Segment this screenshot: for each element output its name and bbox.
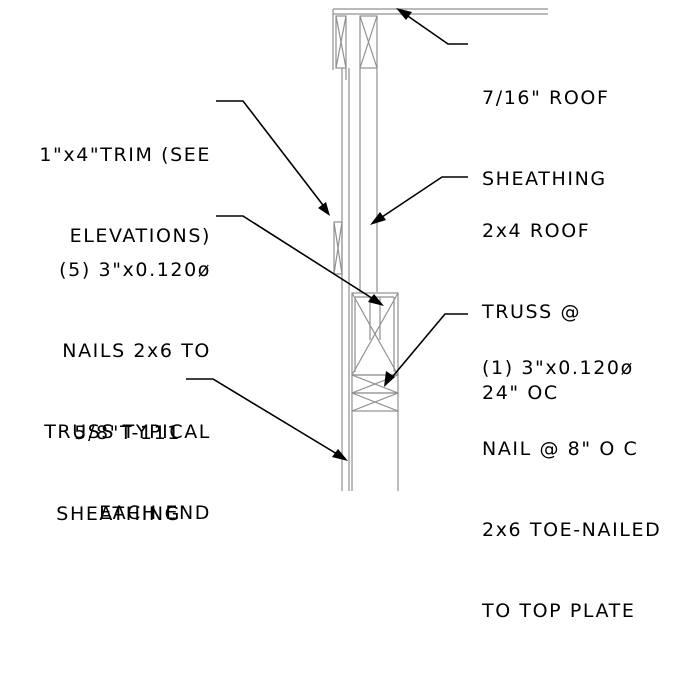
note-line: NAILS 2x6 TO	[62, 340, 211, 362]
trim-member	[333, 221, 343, 275]
note-line: 7/16" ROOF	[482, 87, 610, 109]
note-roof-truss: 2x4 ROOF TRUSS @ 24" OC	[482, 164, 590, 461]
roof-truss-member	[359, 68, 378, 292]
leader-nails-2x6	[216, 215, 384, 306]
note-line: 5/8"T-111	[74, 422, 181, 444]
note-roof-sheathing: 7/16" ROOF SHEATHING	[482, 31, 610, 247]
note-line: 24" OC	[482, 382, 559, 404]
note-line: 2x6 TOE-NAILED	[482, 519, 662, 541]
two-by-six-member	[351, 292, 399, 376]
framing-detail-drawing: 7/16" ROOF SHEATHING 1"x4"TRIM (SEE ELEV…	[39, 8, 660, 622]
note-trim: 1"x4"TRIM (SEE ELEVATIONS)	[39, 88, 211, 304]
note-line: SHEATHING	[56, 503, 181, 525]
framing-section-graphic	[186, 8, 548, 491]
note-line: (1) 3"x0.120ø	[482, 357, 634, 379]
leader-t111-sheathing	[186, 378, 348, 461]
wall-stud-member	[351, 411, 399, 491]
note-line: 1"x4"TRIM (SEE	[39, 144, 211, 166]
note-line: 2x4 ROOF	[482, 220, 591, 242]
roof-sheathing-member	[332, 8, 548, 70]
note-line: ELEVATIONS)	[69, 225, 211, 247]
top-block-member	[335, 15, 378, 69]
leader-toe-nail	[384, 313, 468, 387]
note-line: TRUSS TYPICAL	[44, 421, 211, 443]
note-line: SHEATHING	[482, 168, 607, 190]
note-t111-sheathing: 5/8"T-111 SHEATHING	[56, 366, 181, 582]
note-line: (5) 3"x0.120ø	[59, 259, 211, 281]
leader-trim	[216, 100, 330, 216]
leader-roof-sheathing	[396, 8, 468, 45]
note-line: TRUSS @	[482, 301, 582, 323]
leader-roof-truss	[370, 176, 468, 225]
note-toe-nail: (1) 3"x0.120ø NAIL @ 8" O C 2x6 TOE-NAIL…	[482, 301, 661, 679]
note-line: NAIL @ 8" O C	[482, 438, 639, 460]
note-nails-2x6: (5) 3"x0.120ø NAILS 2x6 TO TRUSS TYPICAL…	[44, 203, 211, 581]
note-line: TO TOP PLATE	[482, 600, 636, 622]
